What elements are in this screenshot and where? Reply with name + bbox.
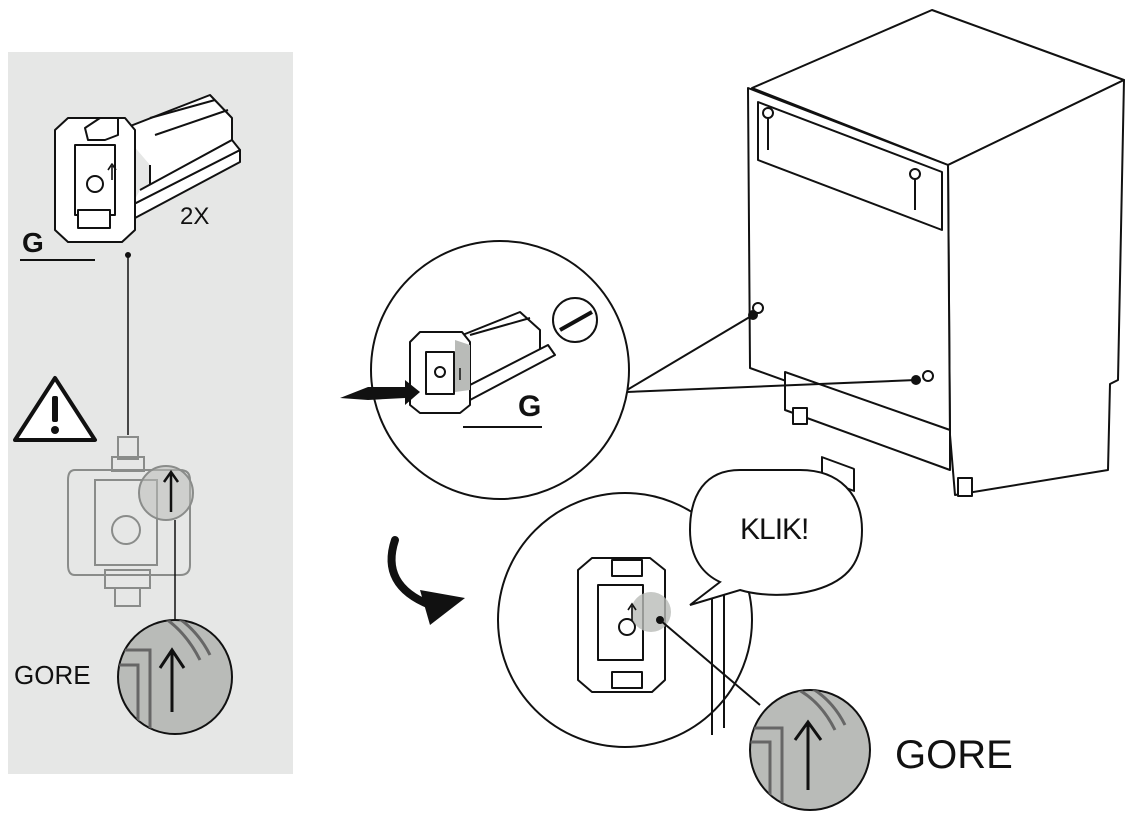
small-up-arrowhead	[162, 469, 180, 483]
side-part-letter: G	[22, 227, 44, 258]
speech-bubble	[688, 469, 864, 606]
click-detail-circle	[497, 492, 761, 748]
arrow-highlight-circle	[138, 465, 194, 521]
left-zoom-circle	[117, 619, 233, 735]
main-part-letter: G	[518, 390, 542, 423]
side-up-label: GORE	[14, 660, 91, 690]
bracket-part-illustration	[54, 94, 241, 243]
right-zoom-circle	[749, 689, 871, 811]
quantity-label: 2X	[180, 203, 210, 230]
leader-lines	[626, 310, 921, 393]
main-up-label: GORE	[895, 733, 1013, 777]
dishwasher-illustration	[747, 9, 1125, 497]
insert-detail-circle	[340, 240, 630, 500]
rotate-arrow-icon	[387, 536, 465, 625]
click-sound-label: KLIK!	[740, 513, 809, 546]
bracket-front-view	[67, 436, 191, 607]
push-arrow-icon	[340, 380, 420, 405]
warning-icon	[13, 376, 97, 442]
